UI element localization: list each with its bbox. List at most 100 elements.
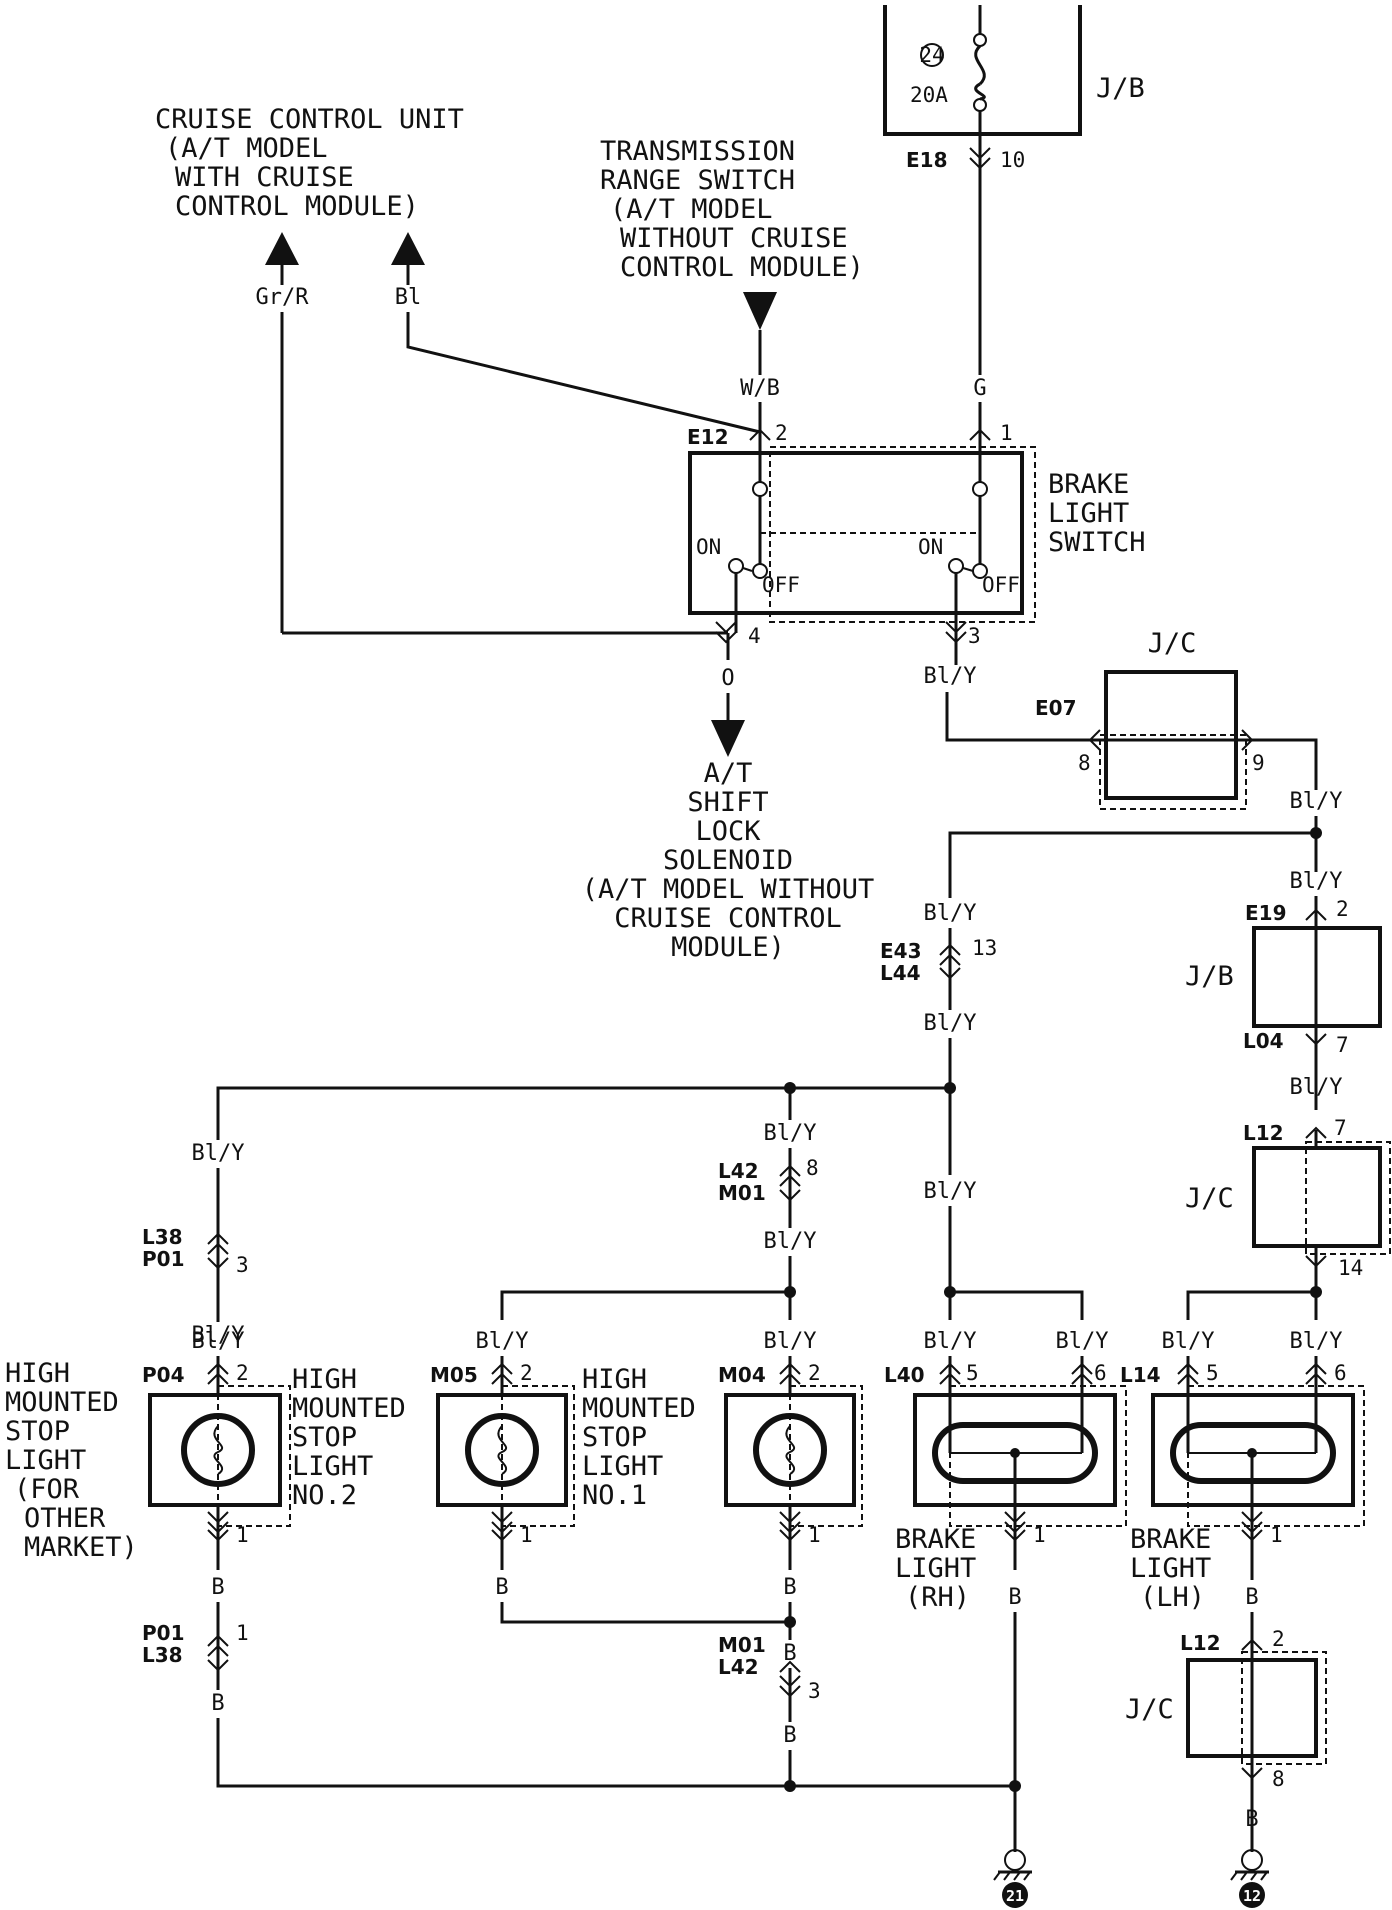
- pin-2: 2: [1272, 1627, 1285, 1651]
- connector-l04: L04: [1243, 1029, 1284, 1053]
- wire-bl-y: Bl/Y: [764, 1121, 817, 1146]
- junction-dot: [784, 1082, 796, 1094]
- svg-text:MOUNTED: MOUNTED: [5, 1387, 119, 1418]
- wire-bl-y: Bl/Y: [924, 1011, 977, 1036]
- svg-text:MARKET): MARKET): [24, 1532, 138, 1563]
- wire-b: B: [211, 1691, 224, 1716]
- svg-text:MOUNTED: MOUNTED: [292, 1393, 406, 1424]
- arrow-up-icon: [265, 232, 299, 265]
- svg-text:ON: ON: [918, 535, 943, 559]
- wire-bl: Bl: [395, 285, 422, 310]
- svg-text:CRUISE CONTROL UNIT: CRUISE CONTROL UNIT: [155, 104, 464, 135]
- junction-box-fuse: 24 20A J/B: [883, 5, 1145, 136]
- svg-text:NO.1: NO.1: [582, 1480, 647, 1511]
- connector-e43: E43: [880, 939, 922, 963]
- wire-b: B: [783, 1641, 796, 1666]
- wire-bl-y: Bl/Y: [1162, 1329, 1215, 1354]
- svg-text:CONTROL MODULE): CONTROL MODULE): [620, 252, 864, 283]
- svg-text:21: 21: [1006, 1887, 1024, 1905]
- svg-text:M04: M04: [718, 1363, 766, 1387]
- hmsl-no1: M04 2 1: [718, 1356, 863, 1570]
- brake-light-rh: L40 5 6 1 BRAKE LIGHT (RH): [884, 1356, 1127, 1613]
- svg-text:J/C: J/C: [1125, 1694, 1174, 1725]
- pin-e18-10: 10: [1000, 148, 1025, 172]
- svg-text:A/T: A/T: [704, 758, 753, 789]
- pin-14: 14: [1338, 1256, 1363, 1280]
- pin-13: 13: [972, 936, 997, 960]
- svg-text:BRAKE: BRAKE: [1048, 469, 1129, 500]
- connector-e19: E19: [1245, 901, 1287, 925]
- connector-e12: E12: [687, 425, 729, 449]
- wire-g: G: [973, 376, 986, 401]
- svg-text:WITH CRUISE: WITH CRUISE: [175, 162, 354, 193]
- svg-text:STOP: STOP: [5, 1416, 70, 1447]
- svg-text:8: 8: [1078, 751, 1091, 775]
- svg-text:MODULE): MODULE): [671, 932, 785, 963]
- wire-b: B: [1008, 1585, 1021, 1610]
- svg-text:LIGHT: LIGHT: [1130, 1553, 1211, 1584]
- svg-text:5: 5: [1206, 1361, 1219, 1385]
- wire-bl-y: Bl/Y: [192, 1329, 245, 1354]
- svg-text:2: 2: [808, 1361, 821, 1385]
- svg-text:(LH): (LH): [1140, 1582, 1205, 1613]
- brake-light-lh: L14 5 6 1 BRAKE LIGHT (LH): [1120, 1356, 1365, 1613]
- junction-dot: [1009, 1780, 1021, 1792]
- ground-12: 12: [1230, 1849, 1269, 1908]
- svg-text:STOP: STOP: [582, 1422, 647, 1453]
- connector-l38: L38: [142, 1225, 183, 1249]
- wire-bl-y: Bl/Y: [1290, 1075, 1343, 1100]
- svg-text:OTHER: OTHER: [24, 1503, 106, 1534]
- shift-lock-solenoid-label: A/T SHIFT LOCK SOLENOID (A/T MODEL WITHO…: [582, 758, 875, 963]
- arrow-up-icon: [391, 232, 425, 265]
- transmission-range-switch-label: TRANSMISSION RANGE SWITCH (A/T MODEL WIT…: [600, 136, 864, 283]
- pin-1: 1: [236, 1621, 249, 1645]
- svg-text:1: 1: [1033, 1523, 1046, 1547]
- svg-text:J/C: J/C: [1148, 628, 1197, 659]
- svg-text:LIGHT: LIGHT: [292, 1451, 373, 1482]
- pin-8: 8: [1272, 1767, 1285, 1791]
- wire-bl-y: Bl/Y: [1056, 1329, 1109, 1354]
- connector-e18: E18: [906, 148, 948, 172]
- wire-b: B: [1245, 1585, 1258, 1610]
- wire-b: B: [783, 1575, 796, 1600]
- svg-text:1: 1: [808, 1523, 821, 1547]
- svg-text:J/B: J/B: [1185, 961, 1234, 992]
- svg-text:WITHOUT CRUISE: WITHOUT CRUISE: [620, 223, 848, 254]
- svg-text:SWITCH: SWITCH: [1048, 527, 1146, 558]
- brake-light-switch: E12 2 1 ON ON OFF OFF BRAKE LIGHT SWITCH: [687, 421, 1146, 633]
- svg-text:L14: L14: [1120, 1363, 1161, 1387]
- pin-3: 3: [808, 1679, 821, 1703]
- svg-text:9: 9: [1252, 751, 1265, 775]
- fuse-rating: 20A: [910, 83, 948, 107]
- junction-dot: [784, 1780, 796, 1792]
- junction-connector-l12-lower: J/C: [1125, 1651, 1327, 1765]
- svg-text:LIGHT: LIGHT: [1048, 498, 1129, 529]
- ground-21: 21: [993, 1849, 1032, 1908]
- connector-l12: L12: [1243, 1121, 1284, 1145]
- wire-bl-y: Bl/Y: [764, 1229, 817, 1254]
- svg-text:MOUNTED: MOUNTED: [582, 1393, 696, 1424]
- svg-text:STOP: STOP: [292, 1422, 357, 1453]
- wire-bl-y: Bl/Y: [924, 664, 977, 689]
- wire-bl-y: Bl/Y: [192, 1323, 245, 1348]
- svg-text:SHIFT: SHIFT: [687, 787, 768, 818]
- svg-text:CRUISE CONTROL: CRUISE CONTROL: [614, 903, 842, 934]
- hmsl-no2: M05 2 1 MOUNTED STOP LIGHT NO.2 HIGH MOU…: [292, 1356, 696, 1570]
- wire-bl-y: Bl/Y: [924, 1179, 977, 1204]
- svg-text:OFF: OFF: [982, 573, 1020, 597]
- connector-p01: P01: [142, 1621, 185, 1645]
- wire-gr-r: Gr/R: [256, 285, 310, 310]
- svg-text:ON: ON: [696, 535, 721, 559]
- jb-top-label: J/B: [1096, 73, 1145, 104]
- pin-2: 2: [1336, 897, 1349, 921]
- wire-b: B: [1245, 1807, 1258, 1832]
- svg-text:BRAKE: BRAKE: [895, 1524, 976, 1555]
- connector-l42: L42: [718, 1655, 759, 1679]
- svg-text:M05: M05: [430, 1363, 478, 1387]
- wire-b: B: [783, 1723, 796, 1748]
- svg-text:(RH): (RH): [905, 1582, 970, 1613]
- svg-text:RANGE SWITCH: RANGE SWITCH: [600, 165, 795, 196]
- pin-3: 3: [236, 1253, 249, 1277]
- arrow-down-icon: [711, 720, 745, 757]
